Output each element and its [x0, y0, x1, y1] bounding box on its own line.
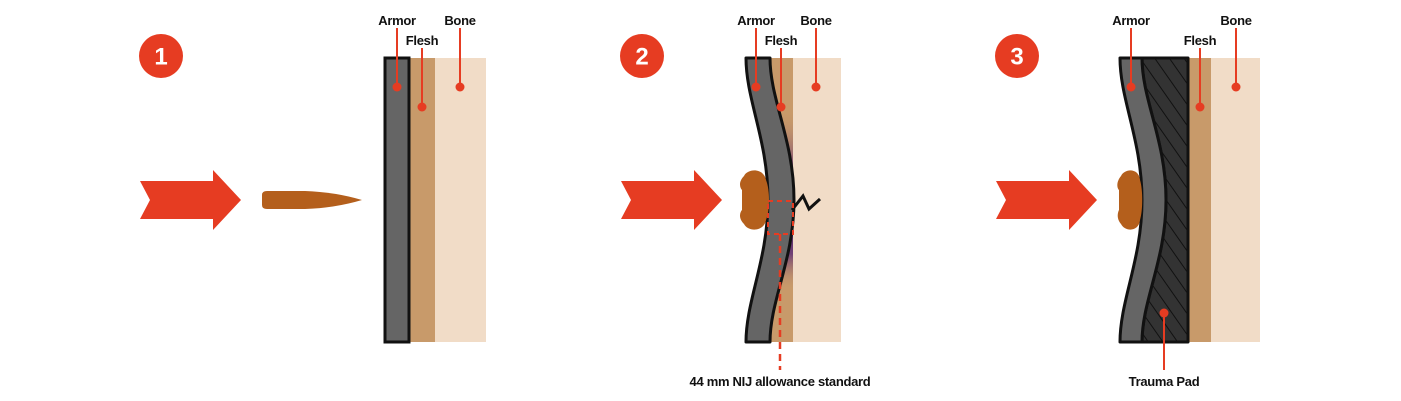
step-badge-2: 2	[620, 34, 664, 78]
bone-label: Bone	[800, 13, 832, 92]
nij-allowance-caption: 44 mm NIJ allowance standard	[690, 374, 871, 389]
flesh-label: Flesh	[406, 33, 439, 112]
bone-layer	[790, 58, 841, 342]
step-badge-1: 1	[139, 34, 183, 78]
armor-label: Armor	[1112, 13, 1150, 92]
direction-arrow-icon	[140, 170, 241, 230]
bullet-icon	[262, 191, 362, 209]
bone-label: Bone	[444, 13, 476, 92]
direction-arrow-icon	[621, 170, 722, 230]
fracture-icon	[790, 193, 822, 212]
armor-label: Armor	[378, 13, 416, 92]
armor-layer	[1118, 56, 1168, 344]
armor-layer	[383, 56, 411, 344]
svg-text:Flesh: Flesh	[1184, 33, 1217, 48]
step-number: 1	[154, 44, 167, 71]
step-number: 3	[1010, 44, 1023, 71]
svg-text:Bone: Bone	[800, 13, 831, 28]
svg-text:Trauma Pad: Trauma Pad	[1129, 374, 1200, 389]
svg-text:Bone: Bone	[444, 13, 475, 28]
step-badge-3: 3	[995, 34, 1039, 78]
svg-text:Bone: Bone	[1220, 13, 1251, 28]
bone-layer	[434, 58, 486, 342]
panel-3: 3 Trauma Pad Armor Flesh Bone	[995, 13, 1260, 389]
deformed-bullet-icon	[1117, 170, 1143, 230]
svg-text:Flesh: Flesh	[406, 33, 439, 48]
flesh-label: Flesh	[1184, 33, 1217, 112]
bone-label: Bone	[1220, 13, 1252, 92]
flesh-label: Flesh	[765, 33, 798, 112]
panel-2: 2 44 mm NIJ allowance standard Armor Fle…	[620, 13, 871, 389]
direction-arrow-icon	[996, 170, 1097, 230]
bone-layer	[1210, 58, 1260, 342]
svg-text:Flesh: Flesh	[765, 33, 798, 48]
svg-text:Armor: Armor	[1112, 13, 1150, 28]
trauma-pad-label: Trauma Pad	[1129, 308, 1200, 389]
deformation-measure-box	[767, 200, 794, 235]
flesh-layer	[1188, 58, 1211, 342]
svg-text:Armor: Armor	[378, 13, 416, 28]
svg-text:Armor: Armor	[737, 13, 775, 28]
armor-label: Armor	[737, 13, 775, 92]
step-number: 2	[635, 44, 648, 71]
panel-1: 1 Armor Flesh Bone	[139, 13, 486, 344]
deformed-bullet-icon	[740, 170, 769, 230]
